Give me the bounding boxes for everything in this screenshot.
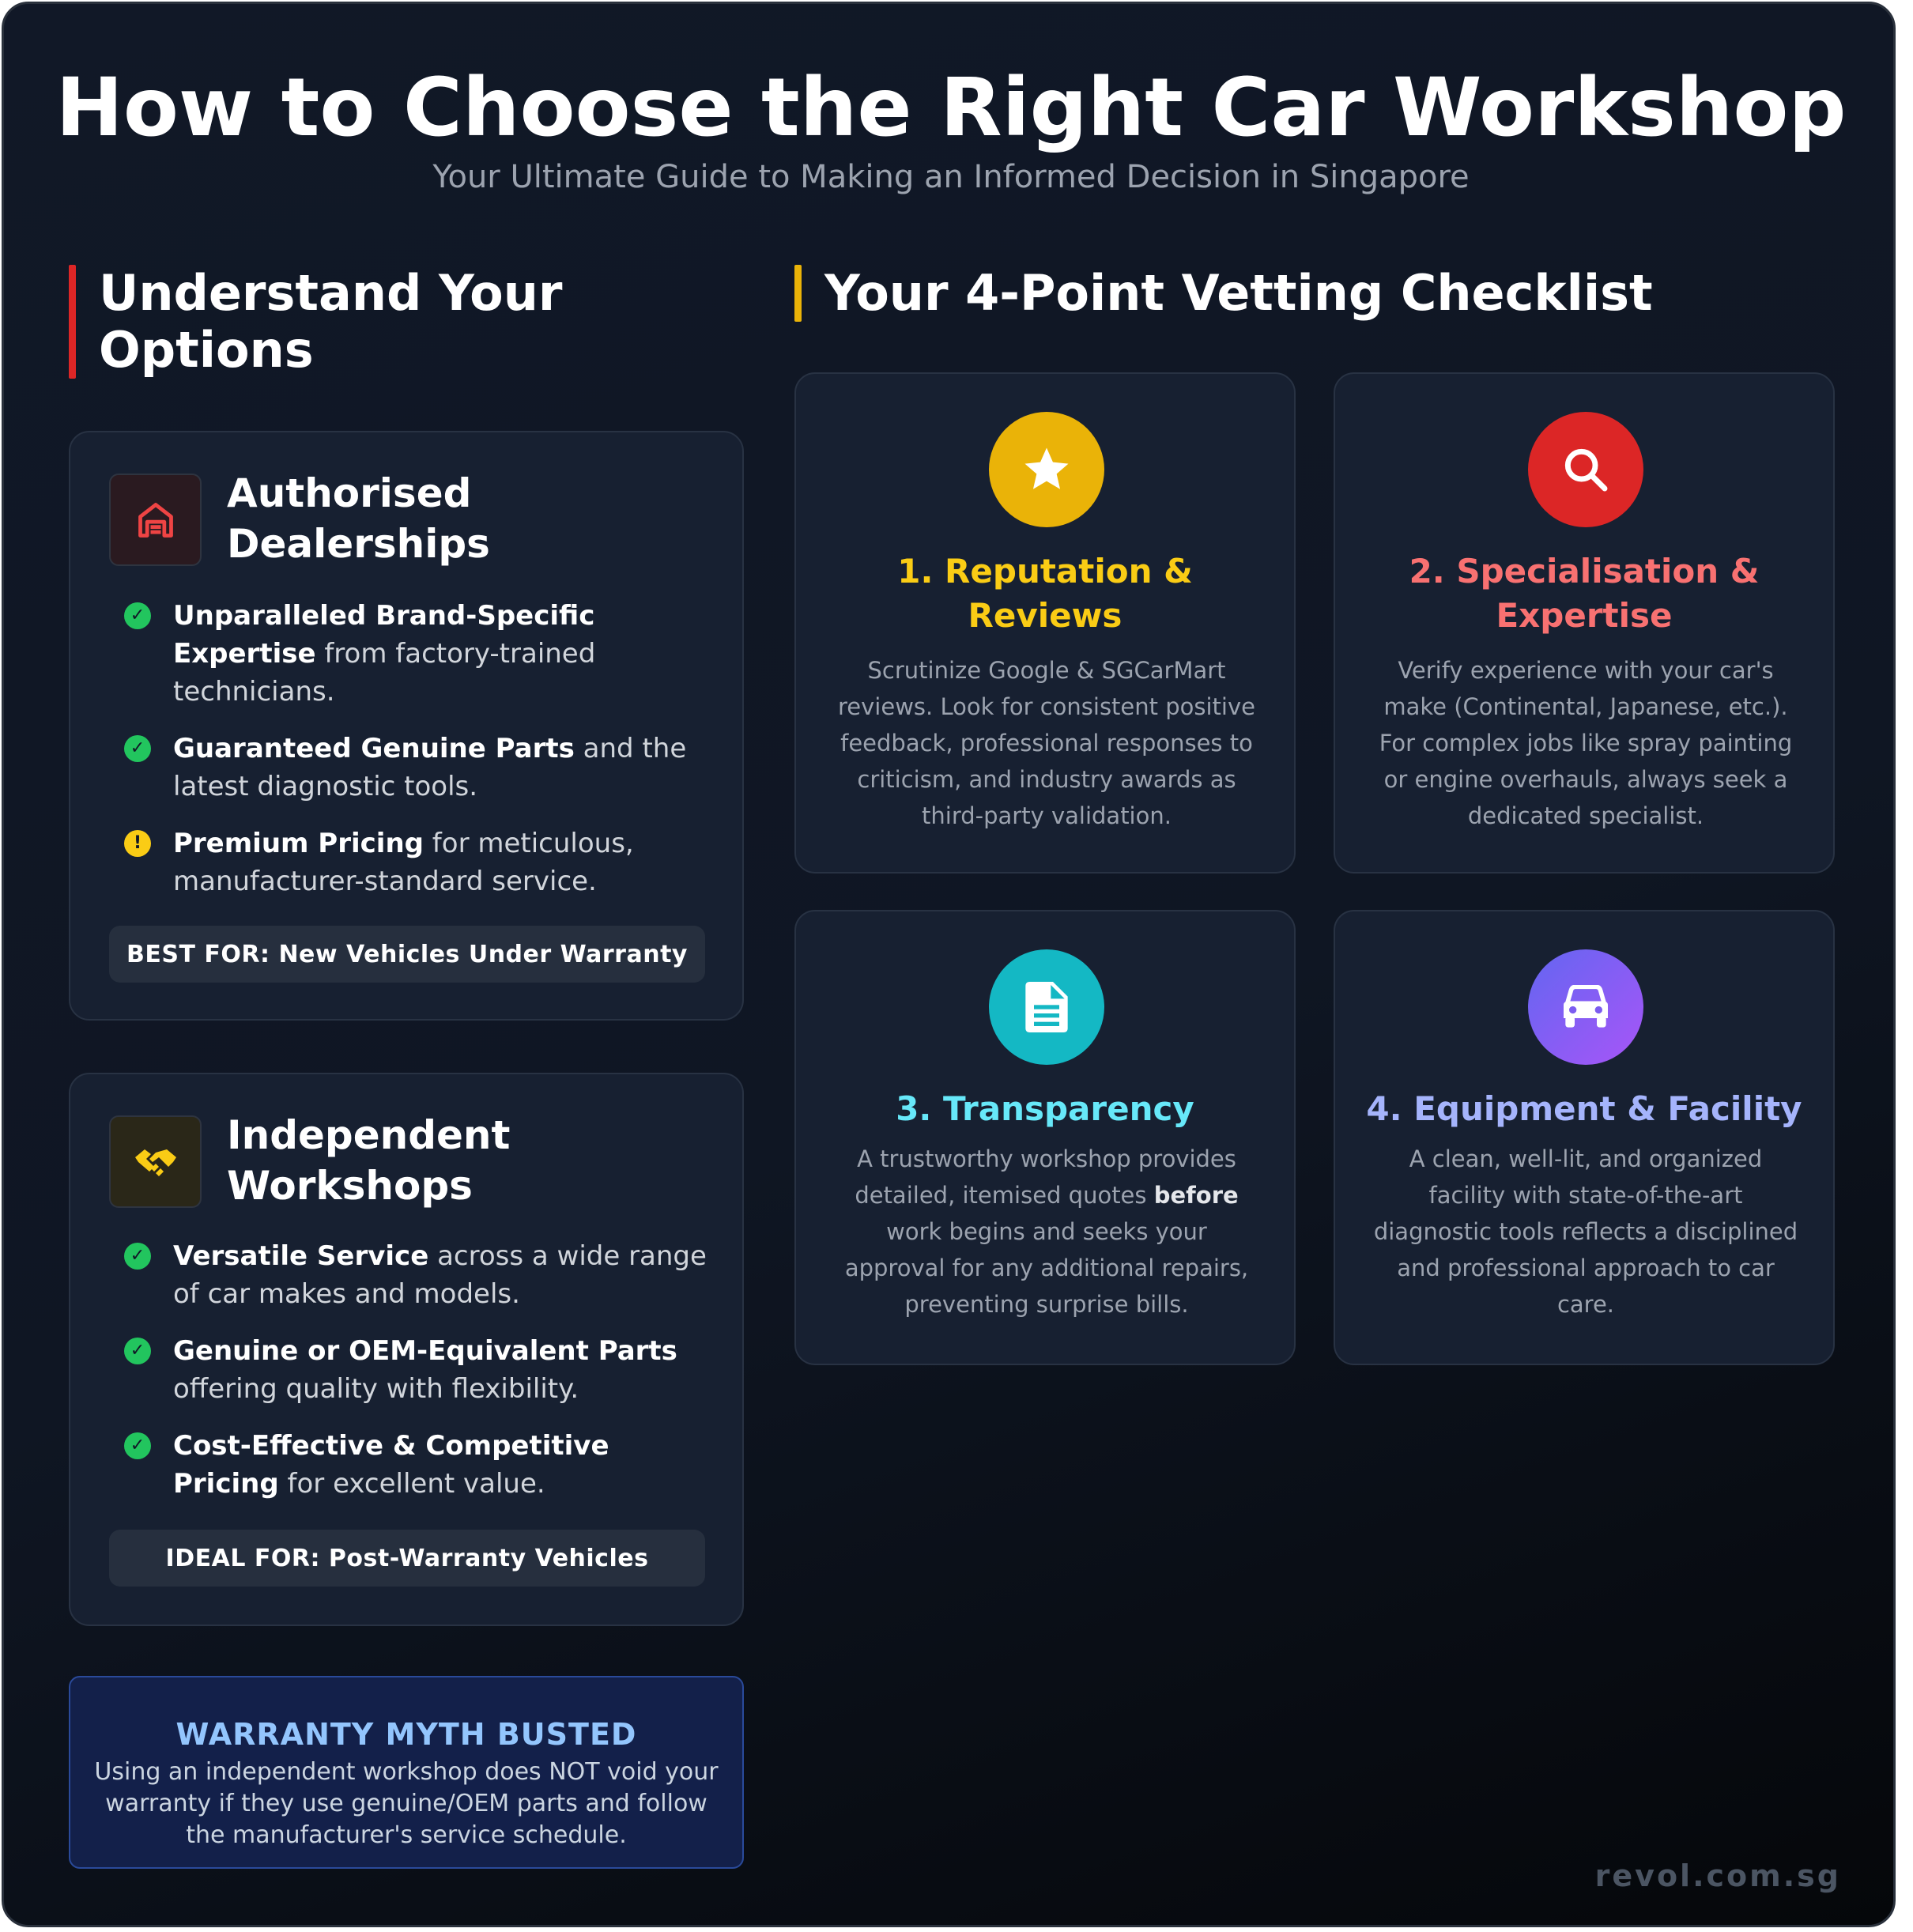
independent-card: Independent Workshops ✓ Versatile Servic… (69, 1073, 744, 1626)
dealership-card: Authorised Dealerships ✓ Unparalleled Br… (69, 431, 744, 1021)
car-icon (1528, 949, 1643, 1065)
independent-item: ✓ Genuine or OEM-Equivalent Parts offeri… (124, 1332, 719, 1408)
checklist-title: 3. Transparency (896, 1089, 1194, 1128)
checklist-heading: Your 4-Point Vetting Checklist (794, 265, 1653, 322)
dealership-item: ! Premium Pricing for meticulous, manufa… (124, 824, 719, 900)
checklist-text: A trustworthy workshop provides detailed… (844, 1145, 1249, 1318)
options-heading: Understand Your Options (69, 265, 563, 379)
footer-brand[interactable]: revol.com.sg (1594, 1858, 1841, 1893)
checklist-card-equipment: 4. Equipment & Facility A clean, well-li… (1334, 910, 1835, 1365)
check-icon: ✓ (124, 735, 151, 762)
independent-item: ✓ Versatile Service across a wide range … (124, 1237, 719, 1313)
handshake-icon (109, 1115, 202, 1208)
checklist-text: Verify experience with your car's make (… (1379, 657, 1793, 829)
page-subtitle: Your Ultimate Guide to Making an Informe… (432, 159, 1470, 195)
myth-title: WARRANTY MYTH BUSTED (175, 1717, 637, 1752)
warranty-myth-box: WARRANTY MYTH BUSTED Using an independen… (69, 1676, 744, 1869)
checklist-title: 2. Specialisation & Expertise (1409, 552, 1760, 635)
checklist-text: Scrutinize Google & SGCarMart reviews. L… (838, 657, 1255, 829)
star-icon (989, 412, 1104, 527)
dealership-item: ✓ Guaranteed Genuine Parts and the lates… (124, 730, 719, 806)
check-icon: ✓ (124, 1338, 151, 1364)
page-title: How to Choose the Right Car Workshop (55, 61, 1847, 155)
garage-icon (109, 474, 202, 566)
check-icon: ✓ (124, 1432, 151, 1459)
search-icon (1528, 412, 1643, 527)
warning-icon: ! (124, 830, 151, 857)
dealership-item: ✓ Unparalleled Brand-Specific Expertise … (124, 597, 719, 711)
independent-title: Independent Workshops (227, 1112, 511, 1209)
check-icon: ✓ (124, 602, 151, 629)
checklist-card-transparency: 3. Transparency A trustworthy workshop p… (794, 910, 1296, 1365)
ideal-for-tag: IDEAL FOR: Post-Warranty Vehicles (109, 1530, 705, 1587)
best-for-tag: BEST FOR: New Vehicles Under Warranty (109, 926, 705, 983)
checklist-card-reputation: 1. Reputation & Reviews Scrutinize Googl… (794, 372, 1296, 874)
document-icon (989, 949, 1104, 1065)
independent-item: ✓ Cost-Effective & Competitive Pricing f… (124, 1427, 719, 1503)
checklist-title: 1. Reputation & Reviews (897, 552, 1193, 635)
checklist-card-specialisation: 2. Specialisation & Expertise Verify exp… (1334, 372, 1835, 874)
myth-text: Using an independent workshop does NOT v… (94, 1758, 719, 1849)
dealership-title: Authorised Dealerships (227, 470, 490, 567)
check-icon: ✓ (124, 1243, 151, 1270)
checklist-title: 4. Equipment & Facility (1366, 1089, 1802, 1128)
checklist-text: A clean, well-lit, and organized facilit… (1373, 1145, 1798, 1318)
